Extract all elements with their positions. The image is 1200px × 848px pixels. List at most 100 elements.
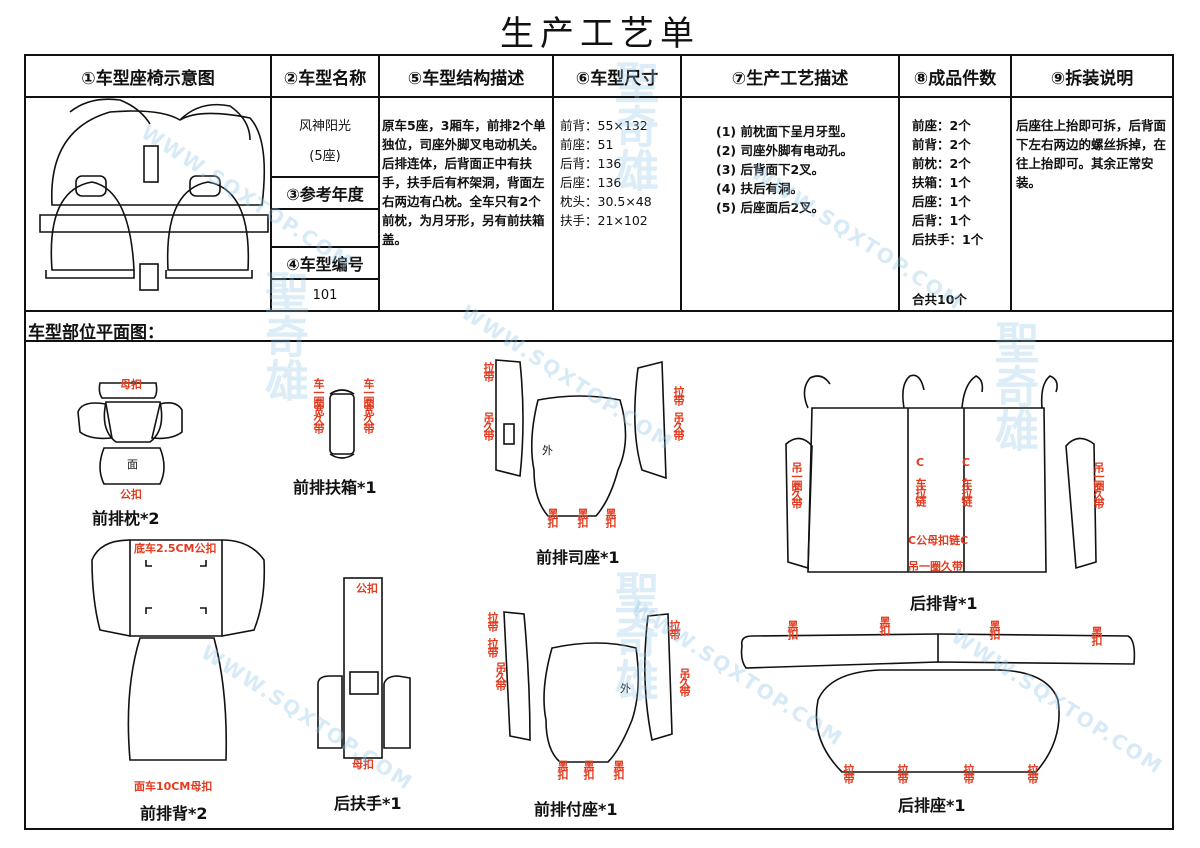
divider — [24, 310, 1174, 312]
divider — [270, 54, 272, 310]
process-item: (1) 前枕面下呈月牙型。 — [716, 124, 853, 139]
divider — [24, 340, 1174, 342]
note-hang-ring: 吊一圈久带 — [908, 560, 963, 573]
note-black-buckle: 黑扣 — [612, 760, 625, 778]
divider — [898, 54, 900, 310]
structure-description: 原车5座，3厢车，前排2个单独位，司座外脚叉电动机关。后排连体，后背面正中有扶手… — [382, 118, 546, 247]
size-item: 枕头：30.5×48 — [560, 194, 652, 209]
count-item: 前背：2个 — [912, 137, 971, 152]
divider — [270, 176, 380, 178]
model-code: 101 — [312, 287, 338, 303]
note-car-ring: 车一圈宽久带 — [362, 378, 375, 432]
note-car-pull: 车拉链 — [960, 478, 973, 505]
note-car-ring: 车一圈宽久带 — [312, 378, 325, 432]
note-face: 面 — [127, 458, 138, 471]
label-rear-arm: 后扶手*1 — [334, 794, 402, 813]
divider — [552, 54, 554, 310]
note-pull-strap: 拉带 — [672, 386, 685, 404]
label-front-back: 前排背*2 — [140, 804, 208, 823]
header-seat-diagram: ①车型座椅示意图 — [81, 68, 215, 89]
piece-total: 合共10个 — [912, 292, 967, 307]
seat-sketch — [39, 98, 269, 291]
front-back-pattern — [91, 539, 266, 761]
size-item: 后背：136 — [560, 156, 622, 171]
piece-count-list: 前座：2个 前背：2个 前枕：2个 扶箱：1个 后座：1个 后背：1个 后扶手：… — [912, 116, 1008, 249]
note-black-buckle: 黑扣 — [786, 620, 799, 638]
divider — [270, 208, 380, 210]
note-c-mark: C — [962, 456, 971, 469]
note-strap: 吊一圈久带 — [790, 462, 803, 507]
note-hang-strap: 吊久带 — [494, 662, 507, 689]
process-item: (4) 扶后有洞。 — [716, 181, 803, 196]
note-pull: 拉带 — [1026, 764, 1039, 782]
install-instructions: 后座往上抬即可拆，后背面下左右两边的螺丝拆掉，在往上抬即可。其余正常安装。 — [1016, 118, 1167, 190]
rear-back-pattern — [785, 374, 1097, 573]
process-item: (3) 后背面下2叉。 — [716, 162, 825, 177]
process-sheet-frame — [24, 54, 1174, 830]
section-label: 车型部位平面图： — [28, 323, 164, 343]
divider — [270, 246, 380, 248]
note-pull-strap: 拉带 — [486, 612, 499, 630]
label-driver-seat: 前排司座*1 — [536, 548, 620, 567]
note-male-buckle: 公扣 — [120, 488, 142, 501]
process-item: (2) 司座外脚有电动孔。 — [716, 143, 853, 158]
front-pillow-pattern — [77, 382, 183, 485]
note-pull-strap: 拉带 — [482, 362, 495, 380]
rear-arm-pattern — [317, 577, 411, 759]
label-passenger-seat: 前排付座*1 — [534, 800, 618, 819]
front-box-pattern — [329, 389, 355, 459]
note-car-pull: 车拉链 — [914, 478, 927, 505]
size-item: 前背：55×132 — [560, 118, 648, 133]
reference-year-label: ③参考年度 — [286, 185, 364, 204]
note-c-mark: C — [916, 456, 925, 469]
count-item: 前座：2个 — [912, 118, 971, 133]
model-seats: (5座) — [309, 148, 341, 164]
divider — [378, 54, 380, 310]
header-process: ⑦生产工艺描述 — [731, 68, 849, 89]
note-pull-strap: 拉带 — [668, 620, 681, 638]
count-item: 后座：1个 — [912, 194, 971, 209]
note-black-buckle: 黑扣 — [576, 508, 589, 526]
header-structure: ⑤车型结构描述 — [407, 68, 525, 89]
process-list: (1) 前枕面下呈月牙型。 (2) 司座外脚有电动孔。 (3) 后背面下2叉。 … — [716, 122, 896, 217]
divider — [24, 96, 1174, 98]
note-strap: 吊一圈久带 — [1092, 462, 1105, 507]
divider — [1010, 54, 1012, 310]
note-black-buckle: 黑扣 — [878, 616, 891, 634]
note-black-buckle: 黑扣 — [546, 508, 559, 526]
label-front-box: 前排扶箱*1 — [293, 478, 377, 497]
note-pull: 拉带 — [842, 764, 855, 782]
label-rear-back: 后排背*1 — [910, 594, 978, 613]
rear-seat-pattern — [740, 633, 1136, 773]
count-item: 后扶手：1个 — [912, 232, 984, 247]
note-pull: 拉带 — [962, 764, 975, 782]
note-back-bottom: 面车10CM母扣 — [134, 780, 213, 793]
note-black-buckle: 黑扣 — [1090, 626, 1103, 644]
count-item: 前枕：2个 — [912, 156, 971, 171]
count-item: 扶箱：1个 — [912, 175, 971, 190]
note-male-buckle: 公扣 — [356, 582, 378, 595]
note-female-buckle: 母扣 — [120, 378, 142, 391]
note-c-label: C公母扣链C — [908, 534, 969, 547]
label-front-pillow: 前排枕*2 — [92, 509, 160, 528]
header-install: ⑨拆装说明 — [1050, 68, 1134, 89]
model-name: 风神阳光 — [298, 118, 351, 134]
divider — [270, 278, 380, 280]
label-rear-seat: 后排座*1 — [898, 796, 966, 815]
divider — [680, 54, 682, 310]
size-list: 前背：55×132 前座：51 后背：136 后座：136 枕头：30.5×48… — [560, 116, 678, 230]
note-outer: 外 — [542, 444, 553, 457]
note-hang-strap: 吊久带 — [482, 412, 495, 439]
note-black-buckle: 黑扣 — [556, 760, 569, 778]
note-black-buckle: 黑扣 — [582, 760, 595, 778]
size-item: 后座：136 — [560, 175, 622, 190]
passenger-seat-pattern — [503, 611, 673, 763]
note-female-buckle: 母扣 — [352, 758, 374, 771]
header-size: ⑥车型尺寸 — [575, 68, 659, 89]
note-black-buckle: 黑扣 — [988, 620, 1001, 638]
header-count: ⑧成品件数 — [913, 68, 997, 89]
size-item: 扶手：21×102 — [560, 213, 648, 228]
process-item: (5) 后座面后2叉。 — [716, 200, 825, 215]
model-code-label: ④车型编号 — [286, 255, 364, 274]
